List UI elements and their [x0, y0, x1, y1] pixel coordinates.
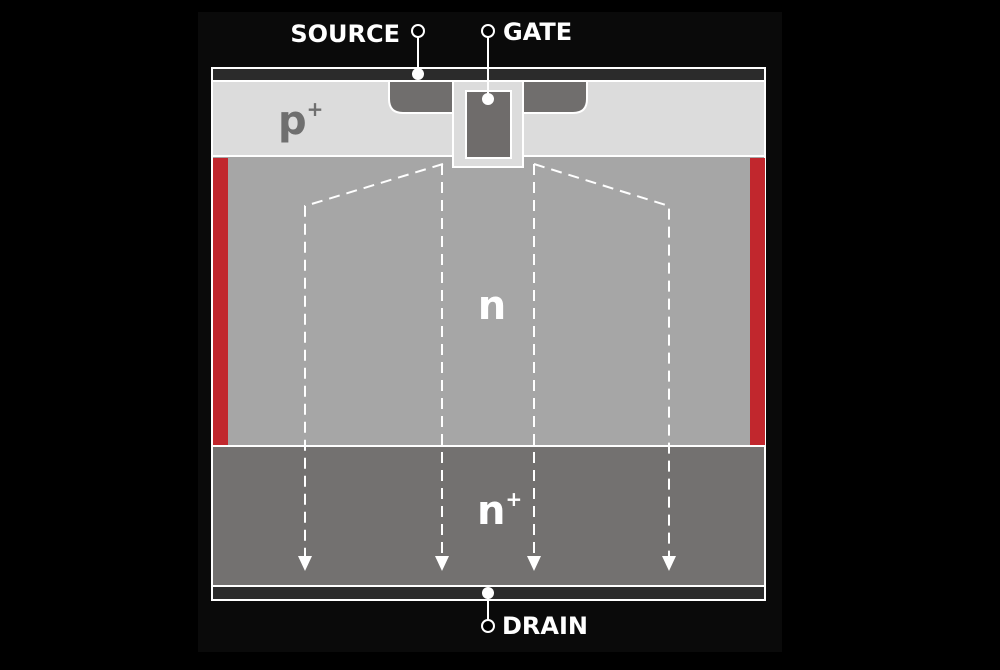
drain-terminal-circle — [481, 619, 495, 633]
current-flow-paths — [304, 163, 670, 556]
source-terminal-circle — [411, 24, 425, 38]
n-plus-sup: + — [505, 487, 522, 511]
arrowhead-1 — [298, 556, 312, 571]
right-edge-accent — [750, 158, 765, 445]
gate-contact-dot — [482, 93, 494, 105]
source-terminal — [411, 24, 425, 80]
p-plus-base: p — [278, 98, 307, 144]
gate-label: GATE — [503, 18, 572, 46]
source-contact-left — [388, 80, 454, 114]
n-plus-base: n — [477, 488, 505, 534]
source-contact-dot — [412, 68, 424, 80]
arrowhead-3 — [527, 556, 541, 571]
p-plus-label: p+ — [278, 97, 323, 144]
current-arrowheads — [298, 556, 676, 571]
n-label: n — [478, 283, 506, 329]
drain-contact-dot — [482, 587, 494, 599]
n-plus-label: n+ — [477, 487, 522, 534]
source-contact-right — [522, 80, 588, 114]
source-label: SOURCE — [290, 20, 400, 48]
p-plus-sup: + — [307, 97, 324, 121]
arrowhead-4 — [662, 556, 676, 571]
arrowhead-2 — [435, 556, 449, 571]
current-path-1 — [304, 163, 444, 556]
left-edge-accent — [213, 158, 228, 445]
gate-terminal — [481, 24, 495, 105]
drain-terminal — [481, 587, 495, 633]
drain-label: DRAIN — [502, 612, 588, 640]
gate-terminal-circle — [481, 24, 495, 38]
